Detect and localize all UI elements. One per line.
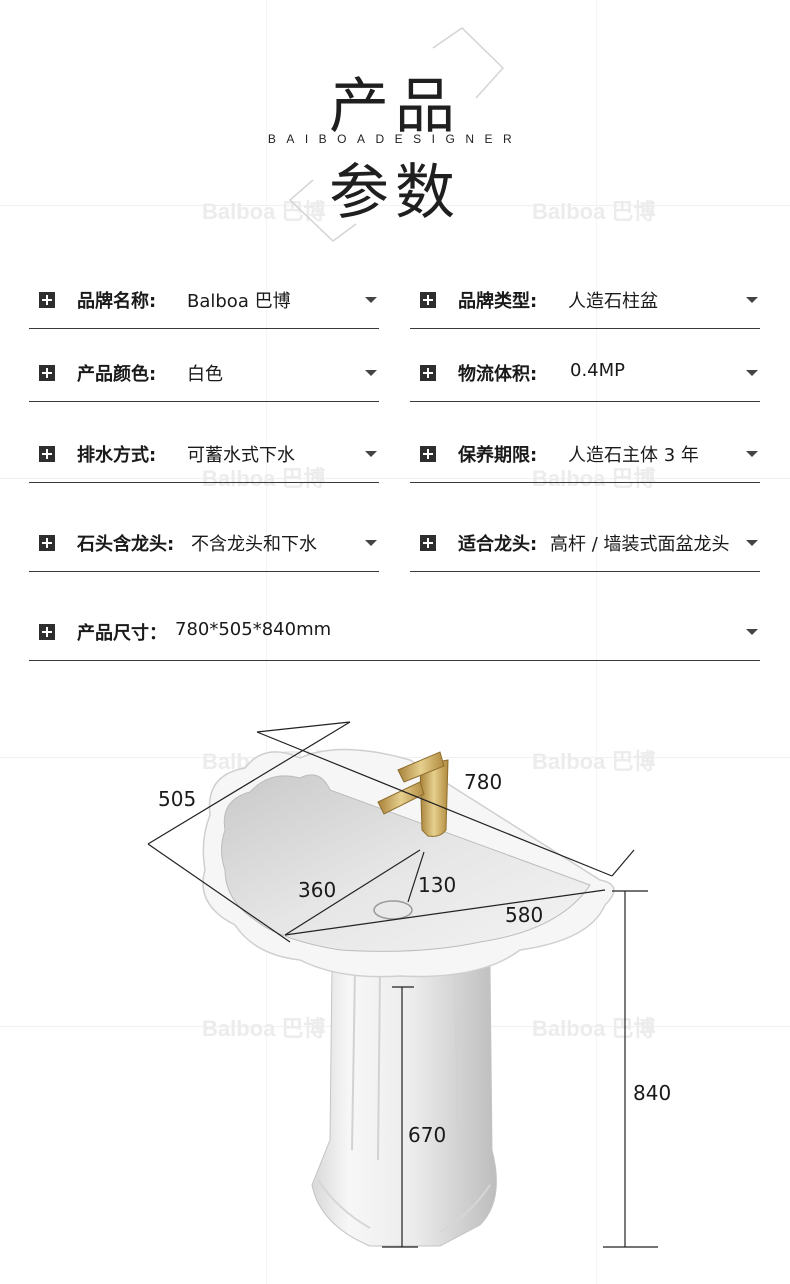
spec-row-brand-name[interactable]: 品牌名称: Balboa 巴博	[29, 283, 379, 329]
dimension-drain-offset-label: 130	[418, 873, 457, 897]
spec-row-shipping-volume[interactable]: 物流体积: 0.4MP	[410, 356, 760, 402]
plus-icon	[39, 292, 55, 308]
plus-icon	[39, 365, 55, 381]
chevron-down-icon	[365, 297, 377, 303]
divider	[410, 401, 760, 402]
spec-value: 可蓄水式下水	[187, 445, 295, 466]
watermark-text: Balboa 巴博	[532, 1016, 656, 1041]
spec-label: 品牌名称:	[77, 291, 157, 312]
plus-icon	[39, 535, 55, 551]
watermark-text: Balboa 巴博	[202, 199, 326, 224]
divider	[410, 571, 760, 572]
spec-row-warranty[interactable]: 保养期限: 人造石主体 3 年	[410, 437, 760, 483]
divider	[410, 482, 760, 483]
dimension-bowl-width-label: 580	[505, 903, 544, 927]
chevron-down-icon	[746, 629, 758, 635]
divider	[29, 660, 760, 661]
spec-row-drain-type[interactable]: 排水方式: 可蓄水式下水	[29, 437, 379, 483]
dimension-pedestal-height-label: 670	[408, 1123, 447, 1147]
spec-label: 产品尺寸：	[77, 623, 167, 644]
watermark-gridline	[0, 478, 790, 479]
plus-icon	[420, 446, 436, 462]
spec-label: 适合龙头:	[458, 534, 538, 555]
spec-label: 产品颜色:	[77, 364, 157, 385]
page-title-bottom: 参数	[329, 158, 461, 228]
plus-icon	[39, 446, 55, 462]
divider	[29, 328, 379, 329]
spec-label: 石头含龙头:	[77, 534, 175, 555]
dimension-depth-label: 505	[158, 787, 197, 811]
dimension-total-height-label: 840	[633, 1081, 672, 1105]
page-title-top: 产品	[329, 72, 461, 142]
chevron-down-icon	[365, 451, 377, 457]
spec-value: 0.4MP	[570, 360, 626, 381]
spec-row-brand-type[interactable]: 品牌类型: 人造石柱盆	[410, 283, 760, 329]
plus-icon	[420, 535, 436, 551]
spec-row-faucet-included[interactable]: 石头含龙头: 不含龙头和下水	[29, 526, 379, 572]
spec-row-dimensions[interactable]: 产品尺寸： 780*505*840mm	[29, 615, 760, 661]
page-subtitle: BAIBOADESIGNER	[267, 132, 523, 146]
chevron-down-icon	[365, 540, 377, 546]
plus-icon	[420, 365, 436, 381]
spec-value: 780*505*840mm	[175, 619, 332, 640]
watermark-gridline	[266, 0, 267, 1284]
spec-label: 品牌类型:	[458, 291, 538, 312]
divider	[29, 571, 379, 572]
watermark-text: Balboa 巴博	[532, 466, 656, 491]
watermark-text: Balboa 巴博	[532, 749, 656, 774]
spec-label: 物流体积:	[458, 364, 538, 385]
spec-value: 不含龙头和下水	[191, 534, 317, 555]
watermark-text: Balboa 巴博	[202, 1016, 326, 1041]
spec-label: 保养期限:	[458, 445, 538, 466]
pedestal-sink-illustration	[147, 721, 658, 1248]
spec-label: 排水方式:	[77, 445, 157, 466]
chevron-down-icon	[746, 370, 758, 376]
spec-value: 人造石主体 3 年	[568, 445, 699, 466]
divider	[29, 401, 379, 402]
watermark-gridline	[596, 0, 597, 1284]
chevron-down-icon	[365, 370, 377, 376]
header-diamond-decoration	[288, 27, 505, 242]
spec-value: 白色	[187, 364, 223, 385]
watermark-text: Balboa 巴博	[202, 466, 326, 491]
plus-icon	[420, 292, 436, 308]
dimension-width-label: 780	[464, 770, 503, 794]
chevron-down-icon	[746, 297, 758, 303]
spec-row-suitable-faucet[interactable]: 适合龙头: 高杆 / 墙装式面盆龙头	[410, 526, 760, 572]
divider	[29, 482, 379, 483]
divider	[410, 328, 760, 329]
spec-value: 高杆 / 墙装式面盆龙头	[550, 534, 730, 555]
watermark-text: Balboa 巴博	[532, 199, 656, 224]
faucet-graphic	[377, 751, 449, 837]
watermark-gridline	[0, 205, 790, 206]
spec-value: 人造石柱盆	[568, 291, 658, 312]
plus-icon	[39, 624, 55, 640]
chevron-down-icon	[746, 451, 758, 457]
dimension-bowl-diagonal-label: 360	[298, 878, 337, 902]
spec-row-color[interactable]: 产品颜色: 白色	[29, 356, 379, 402]
spec-value: Balboa 巴博	[187, 291, 291, 312]
chevron-down-icon	[746, 540, 758, 546]
